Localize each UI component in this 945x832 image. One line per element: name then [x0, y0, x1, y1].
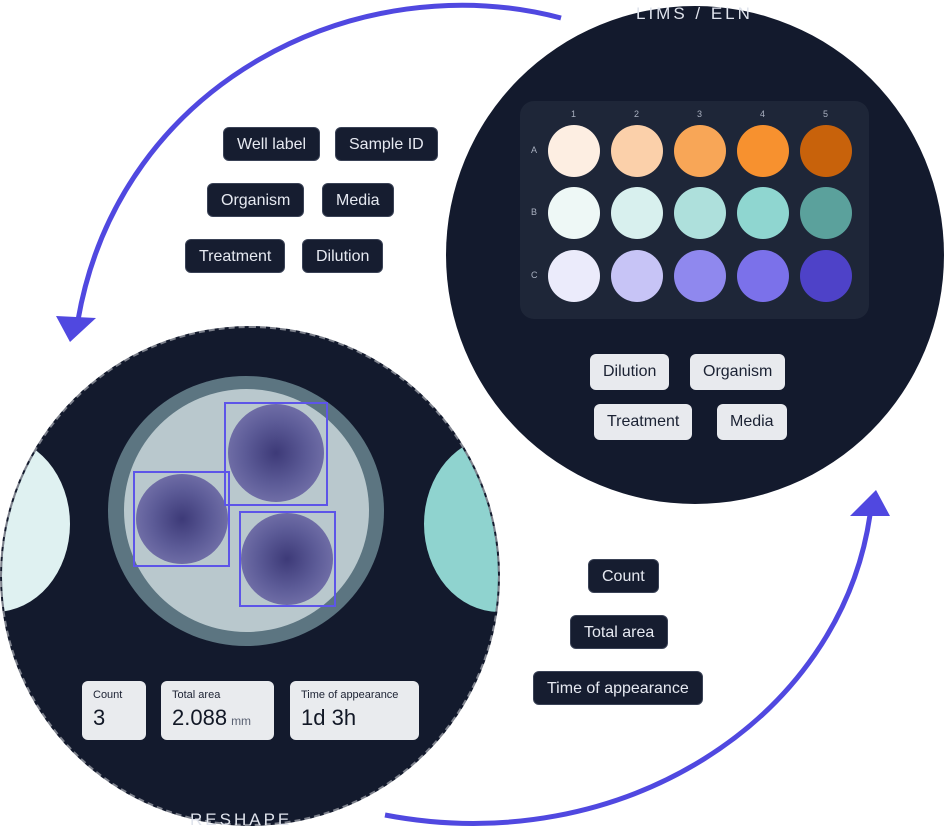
well-A3 [674, 125, 726, 177]
arrowhead-top-left [56, 316, 96, 342]
well-A5 [800, 125, 852, 177]
arrow-top-left [75, 2, 562, 321]
field-organism: Organism [207, 183, 305, 217]
lims-tag-dilution: Dilution [590, 354, 670, 390]
output-time-of-appearance: Time of appearance [533, 671, 703, 705]
metric-count-card: Count 3 [82, 681, 146, 740]
well-A4 [737, 125, 789, 177]
metric-total-area-unit: mm [231, 714, 252, 728]
metric-count-label: Count [93, 689, 123, 701]
well-B4 [737, 187, 789, 239]
plate-column-label: 1 [571, 109, 577, 119]
colony-bounding-box [133, 471, 230, 567]
plate-row-label: A [531, 145, 538, 155]
field-media: Media [322, 183, 394, 217]
metric-count-value: 3 [93, 705, 106, 730]
metric-time-value: 1d 3h [301, 705, 357, 730]
colony [136, 474, 228, 564]
metric-time-card: Time of appearance 1d 3h [290, 681, 419, 740]
well-C1 [548, 250, 600, 302]
colony-bounding-box [224, 402, 328, 506]
plate-row-label: B [531, 207, 538, 217]
well-C4 [737, 250, 789, 302]
output-count: Count [588, 559, 659, 593]
metric-total-area-label: Total area [172, 689, 221, 701]
plate-row-label: C [531, 270, 538, 280]
well-B5 [800, 187, 852, 239]
metric-total-area-value: 2.088 [172, 705, 228, 730]
colony [228, 404, 324, 502]
plate-column-label: 4 [760, 109, 766, 119]
plate-column-label: 5 [823, 109, 829, 119]
colony [241, 513, 333, 605]
field-treatment: Treatment [185, 239, 286, 273]
well-B3 [674, 187, 726, 239]
field-well-label: Well label [223, 127, 321, 161]
plate-column-label: 3 [697, 109, 703, 119]
well-A1 [548, 125, 600, 177]
well-B1 [548, 187, 600, 239]
output-total-area: Total area [570, 615, 669, 649]
well-B2 [611, 187, 663, 239]
plate-column-label: 2 [634, 109, 640, 119]
well-C5 [800, 250, 852, 302]
arrow-bottom-right [384, 514, 873, 826]
colony-bounding-box [239, 511, 336, 607]
adjacent-dish-right [424, 436, 498, 612]
lims-tag-treatment: Treatment [594, 404, 693, 440]
lims-eln-label: LIMS / ELN [636, 4, 753, 23]
field-dilution: Dilution [302, 239, 384, 273]
arrowhead-bottom-right [850, 490, 890, 516]
well-A2 [611, 125, 663, 177]
lims-tag-organism: Organism [690, 354, 786, 390]
field-sample-id: Sample ID [335, 127, 438, 161]
well-C2 [611, 250, 663, 302]
adjacent-dish-left [2, 436, 70, 612]
lims-tag-media: Media [717, 404, 787, 440]
well-C3 [674, 250, 726, 302]
reshape-label: RESHAPE [190, 810, 293, 829]
metric-time-label: Time of appearance [301, 689, 399, 701]
